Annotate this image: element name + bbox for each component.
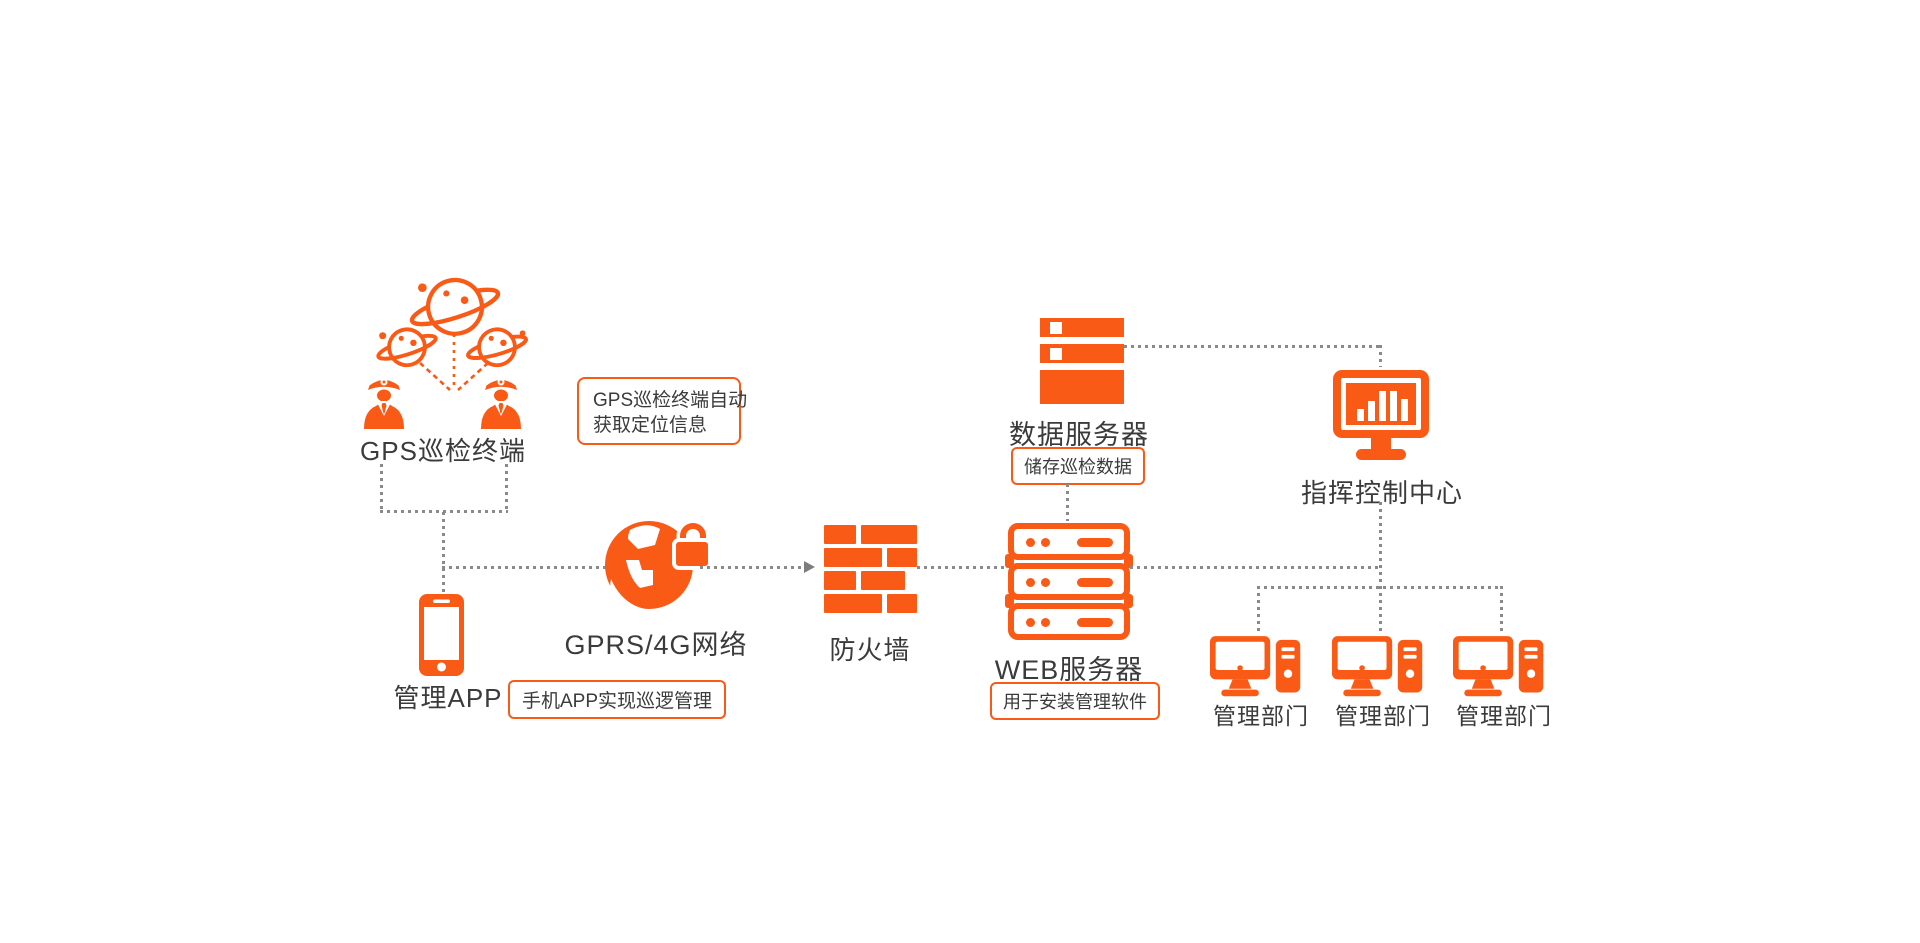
department-computer-icon	[1210, 636, 1304, 702]
connector-firewall-webserver	[917, 566, 1008, 569]
connector-commandcenter-drop	[1379, 345, 1382, 367]
connector-network-firewall	[700, 566, 804, 569]
data-server-note-box: 储存巡检数据	[1011, 447, 1145, 485]
connector-gps-bottom	[380, 510, 508, 513]
connector-gps-left	[380, 464, 383, 512]
management-app-label: 管理APP	[393, 683, 503, 713]
department-label: 管理部门	[1335, 703, 1431, 729]
satellite-icon	[375, 314, 439, 378]
gps-note-line1: GPS巡检终端自动	[593, 390, 748, 411]
command-center-label: 指挥控制中心	[1300, 478, 1464, 508]
guard-icon	[361, 372, 407, 429]
command-center-monitor-icon	[1331, 368, 1431, 464]
satellite-icon	[407, 257, 503, 353]
connector-dataserver-commandcenter	[1124, 345, 1382, 348]
web-server-note-box: 用于安装管理软件	[990, 682, 1160, 720]
phone-icon	[419, 594, 464, 676]
connector-webserver-junction	[1130, 566, 1381, 569]
data-server-label: 数据服务器	[1009, 420, 1149, 450]
department-computer-icon	[1453, 636, 1547, 702]
connector-dept1-drop	[1257, 586, 1260, 633]
connector-gps-right	[505, 464, 508, 512]
connector-to-network	[442, 566, 607, 569]
gps-note-line2: 获取定位信息	[593, 415, 708, 436]
network-globe-lock-icon	[602, 510, 710, 618]
guard-icon	[478, 372, 524, 429]
department-label: 管理部门	[1213, 703, 1309, 729]
connector-commandcenter-depts	[1379, 502, 1382, 633]
firewall-label: 防火墙	[829, 635, 911, 665]
connector-dataserver-webserver	[1066, 484, 1069, 521]
department-label: 管理部门	[1456, 703, 1552, 729]
data-server-icon	[1040, 318, 1124, 404]
web-server-label: WEB服务器	[994, 655, 1144, 685]
app-note-box: 手机APP实现巡逻管理	[508, 680, 727, 719]
satellite-icon	[465, 314, 529, 378]
gps-note-box: GPS巡检终端自动 获取定位信息	[577, 377, 748, 445]
connector-dept-distribution	[1257, 586, 1503, 589]
satellite-signal-lines	[350, 268, 550, 398]
network-label: GPRS/4G网络	[564, 630, 748, 660]
gps-terminal-label: GPS巡检终端	[360, 436, 526, 466]
firewall-icon	[824, 525, 917, 613]
department-computer-icon	[1332, 636, 1426, 702]
arrow-icon	[804, 561, 815, 573]
connector-gps-to-phone	[442, 512, 445, 597]
connector-dept3-drop	[1500, 586, 1503, 633]
web-server-icon	[1005, 523, 1133, 640]
